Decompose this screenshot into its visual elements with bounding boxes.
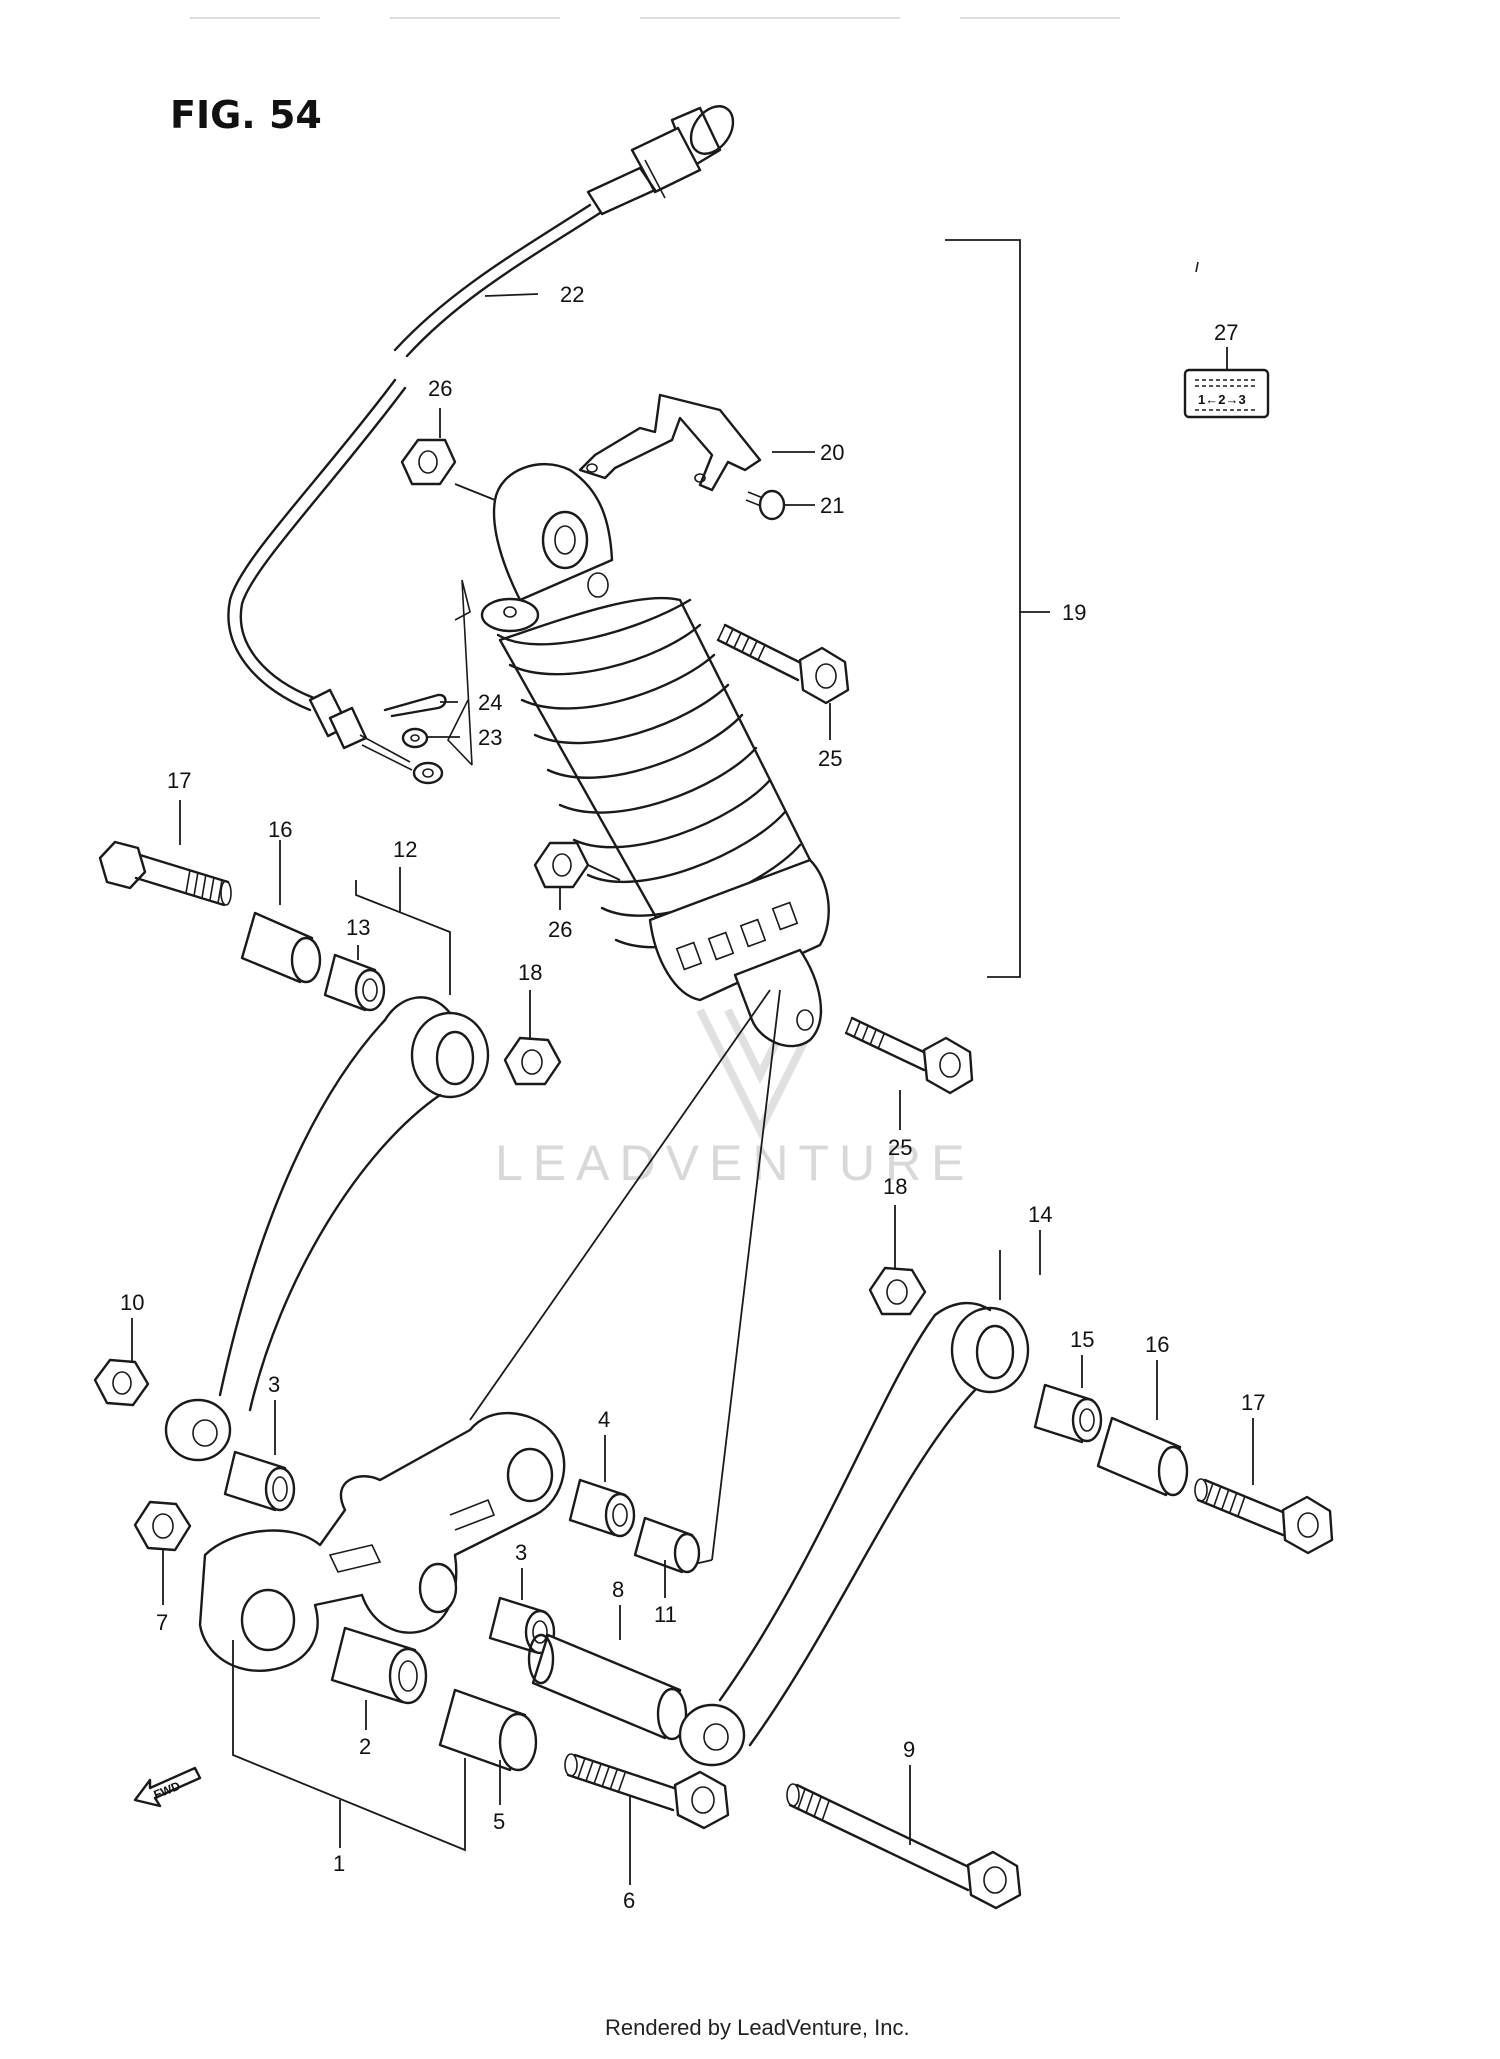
fwd-label: FWD xyxy=(152,1779,183,1802)
shock-upper-bolt xyxy=(716,623,850,705)
callout-1: 1 xyxy=(333,1851,345,1876)
scan-speck xyxy=(1195,261,1199,273)
callout-6: 6 xyxy=(623,1888,635,1913)
callout-25-lower: 25 xyxy=(888,1135,912,1160)
lever-bolt xyxy=(564,1753,730,1830)
watermark-text: LEADVENTURE xyxy=(495,1135,975,1191)
shock-lower-bolt xyxy=(844,1016,974,1095)
adjuster-decal: 1←2→3 xyxy=(1183,368,1270,419)
rod-lower-nut xyxy=(93,1358,150,1407)
left-collar xyxy=(240,911,322,984)
shock-lower-nut xyxy=(533,841,590,889)
long-bolt xyxy=(786,1783,1022,1910)
callout-16-right: 16 xyxy=(1145,1332,1169,1357)
right-rod-nut xyxy=(868,1266,927,1316)
right-collar xyxy=(1096,1416,1189,1497)
callout-14: 14 xyxy=(1028,1202,1052,1227)
cushion-lever xyxy=(198,1411,566,1672)
right-bolt xyxy=(1194,1478,1334,1555)
left-bearing xyxy=(323,953,386,1012)
callout-11: 11 xyxy=(654,1602,677,1627)
callout-8: 8 xyxy=(612,1577,624,1602)
callout-3-upper: 3 xyxy=(268,1372,280,1397)
callout-23: 23 xyxy=(478,725,502,750)
link-collar-11 xyxy=(633,1516,701,1574)
leader-lines xyxy=(131,293,1254,1885)
callout-24: 24 xyxy=(478,690,502,715)
callout-27: 27 xyxy=(1214,320,1238,345)
callout-21: 21 xyxy=(820,493,844,518)
cable-guide-bracket xyxy=(447,579,473,766)
right-cushion-rod xyxy=(678,1301,1030,1767)
bracket-screw xyxy=(745,489,786,521)
right-bearing xyxy=(1033,1383,1103,1444)
lever-collar xyxy=(438,1688,538,1772)
callout-3-lower: 3 xyxy=(515,1540,527,1565)
cotter-pin xyxy=(383,693,447,718)
left-cushion-rod xyxy=(164,996,490,1462)
callout-2: 2 xyxy=(359,1734,371,1759)
link-nut xyxy=(133,1500,192,1552)
callout-17-left: 17 xyxy=(167,768,191,793)
callouts: 22 26 20 21 19 24 23 25 17 16 12 13 26 1… xyxy=(120,282,1265,1913)
adjuster-cable xyxy=(227,105,735,785)
rear-shock-absorber xyxy=(469,462,830,1566)
figure-title: FIG. 54 xyxy=(170,93,322,137)
left-bolt xyxy=(98,840,232,907)
callout-15: 15 xyxy=(1070,1327,1094,1352)
cable-washer xyxy=(401,727,429,749)
group-bracket-1 xyxy=(232,1640,466,1852)
callout-10: 10 xyxy=(120,1290,144,1315)
footer-credit: Rendered by LeadVenture, Inc. xyxy=(605,2015,910,2040)
group-bracket-14 xyxy=(999,1230,1041,1300)
callout-26-lower: 26 xyxy=(548,917,572,942)
callout-16-left: 16 xyxy=(268,817,292,842)
link-bearing-4 xyxy=(568,1478,636,1538)
group-bracket-12 xyxy=(355,867,451,995)
callout-7: 7 xyxy=(156,1610,168,1635)
adjuster-bracket xyxy=(578,393,762,492)
upper-link-bearing xyxy=(223,1450,296,1512)
callout-20: 20 xyxy=(820,440,844,465)
callout-9: 9 xyxy=(903,1737,915,1762)
callout-13: 13 xyxy=(346,915,370,940)
long-collar xyxy=(527,1633,688,1741)
callout-18-right: 18 xyxy=(883,1174,907,1199)
group-bracket-19 xyxy=(945,239,1050,978)
callout-5: 5 xyxy=(493,1809,505,1834)
watermark-logo: LEADVENTURE xyxy=(495,1008,975,1191)
callout-25-upper: 25 xyxy=(818,746,842,771)
left-rod-nut xyxy=(503,1036,562,1086)
shock-upper-nut xyxy=(400,438,457,486)
callout-17-right: 17 xyxy=(1241,1390,1265,1415)
forward-arrow: FWD xyxy=(133,1766,202,1808)
callout-19: 19 xyxy=(1062,600,1086,625)
callout-12: 12 xyxy=(393,837,417,862)
callout-4: 4 xyxy=(598,1407,610,1432)
callout-22: 22 xyxy=(560,282,584,307)
callout-18-upper: 18 xyxy=(518,960,542,985)
callout-26-upper: 26 xyxy=(428,376,452,401)
lever-bearing xyxy=(330,1626,428,1705)
decal-text: 1←2→3 xyxy=(1198,392,1246,407)
